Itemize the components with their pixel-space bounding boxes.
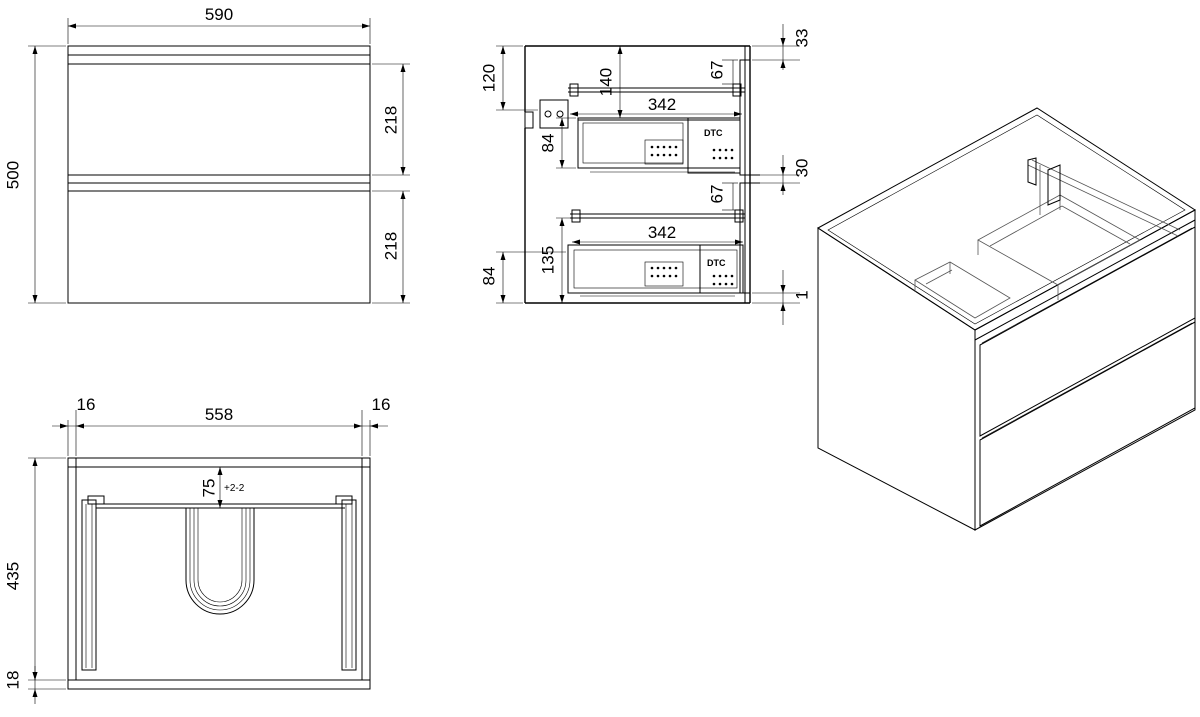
dimension-top-offset-33: 33 (752, 24, 811, 70)
siphon-cutout (185, 508, 255, 615)
lower-slide-brand-mark: DTC (707, 258, 726, 268)
side-right-16-label: 16 (372, 395, 391, 414)
dimension-depth-435: 435 (3, 457, 66, 681)
depth-435-label: 435 (3, 562, 22, 590)
front-view: 590 500 218 218 (3, 5, 410, 304)
tolerance-label: +2-2 (224, 483, 245, 494)
drawer-lower-84-label: 84 (479, 267, 498, 286)
side-section-view: DTC DTC (479, 24, 811, 325)
cutout-75-label: 75 (199, 479, 218, 498)
dimension-drawer-lower-218: 218 (372, 190, 410, 304)
top-view-cabinet (67, 457, 371, 690)
bottom-offset-1-label: 1 (792, 290, 811, 299)
iso-outer-box (817, 107, 1196, 531)
iso-inner-drawers (914, 157, 1181, 319)
drawer-lower-218-label: 218 (381, 232, 400, 260)
inner-width-558-label: 558 (205, 405, 233, 424)
dimension-rail-height-140: 140 (596, 46, 623, 118)
dimension-bottom-offset-1: 1 (752, 270, 811, 325)
dimension-cutout-75: 75 +2-2 (199, 467, 245, 508)
slide-upper-342-label: 342 (648, 95, 676, 114)
rail-height-140-label: 140 (596, 68, 615, 96)
mid-offset-30-label: 30 (792, 159, 811, 178)
top-view: 16 558 16 435 18 75 +2-2 (3, 395, 390, 704)
slide-lower-342-label: 342 (648, 223, 676, 242)
rail-height-135-label: 135 (538, 246, 557, 274)
front-view-cabinet (67, 45, 371, 304)
dimension-rail-height-135: 135 (538, 217, 576, 303)
base-18-label: 18 (3, 671, 22, 690)
side-left-16-label: 16 (77, 395, 96, 414)
upper-drawer-assembly: DTC (539, 83, 745, 174)
dimension-drawer-upper-84: 84 (538, 117, 576, 169)
dimension-gap-lower-67: 67 (707, 182, 738, 211)
dimension-height-500: 500 (3, 45, 66, 304)
dimension-gap-upper-67: 67 (707, 59, 738, 85)
side-section-cabinet (524, 45, 760, 304)
dimension-drawer-lower-84: 84 (479, 251, 566, 304)
dimension-base-18: 18 (3, 666, 66, 704)
top-offset-33-label: 33 (792, 29, 811, 48)
lower-drawer-assembly: DTC (567, 209, 745, 297)
upper-slide-brand-mark: DTC (704, 128, 723, 138)
dimension-slide-lower-342: 342 (572, 223, 743, 245)
height-500-label: 500 (3, 161, 22, 189)
drawer-upper-218-label: 218 (381, 106, 400, 134)
dimension-width-row: 16 558 16 (52, 395, 390, 456)
dimension-depth-top-120: 120 (479, 45, 538, 111)
dimension-drawer-upper-218: 218 (372, 63, 410, 176)
lower-slide-hole-pattern (650, 266, 734, 286)
drawer-upper-84-label: 84 (538, 134, 557, 153)
gap-lower-67-label: 67 (707, 185, 726, 204)
upper-slide-hole-pattern (650, 145, 734, 160)
depth-top-120-label: 120 (479, 64, 498, 92)
width-590-label: 590 (205, 5, 233, 24)
isometric-view (817, 107, 1196, 531)
dimension-width-590: 590 (67, 5, 371, 44)
gap-upper-67-label: 67 (707, 61, 726, 80)
dimension-slide-upper-342: 342 (570, 95, 742, 117)
dimension-mid-offset-30: 30 (752, 155, 811, 195)
